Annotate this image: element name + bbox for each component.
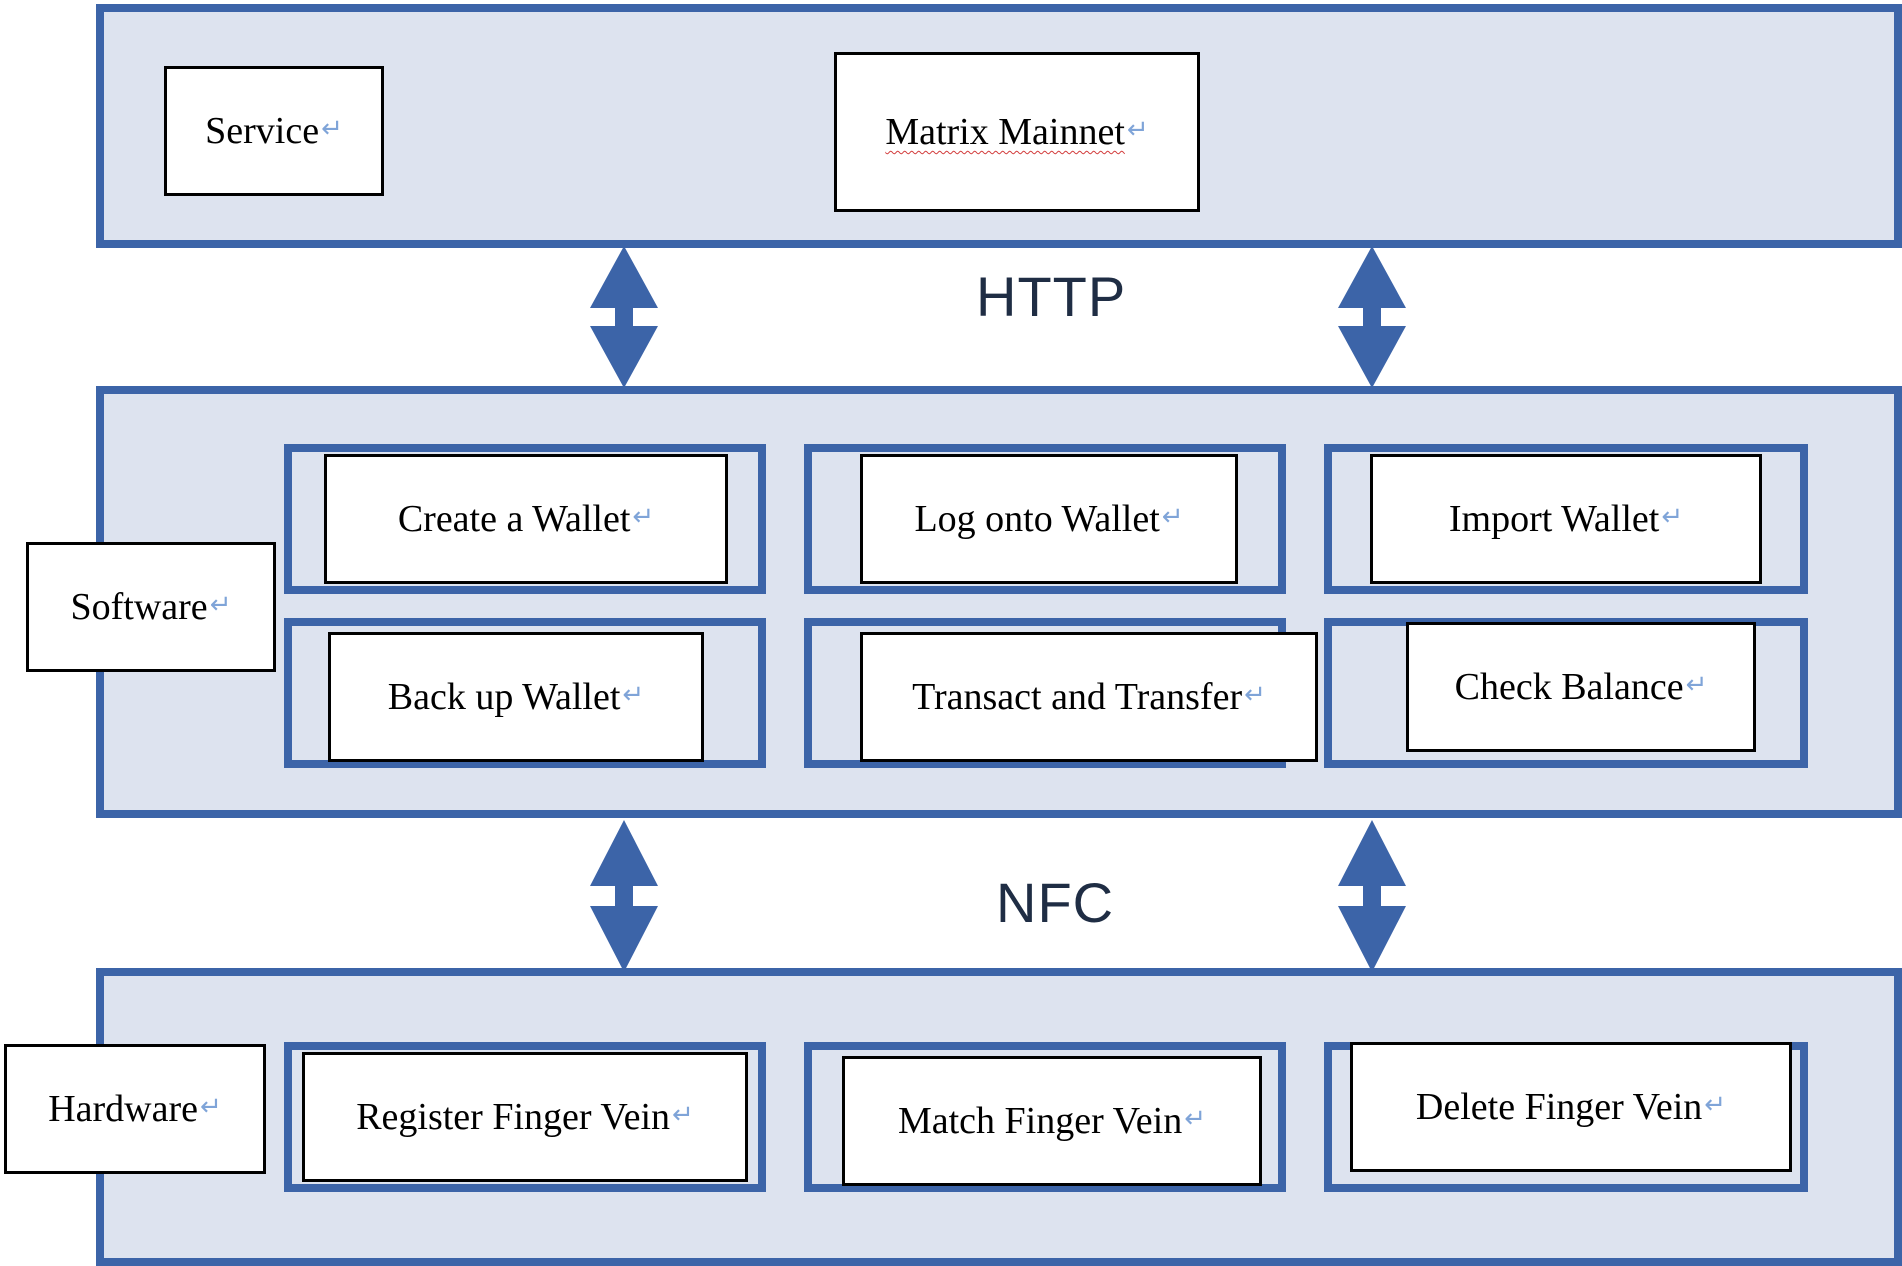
delete-finger-vein-node: Delete Finger Vein ↵ (1350, 1042, 1792, 1172)
service-label: Service ↵ (164, 66, 384, 196)
match-finger-vein-text: Match Finger Vein (897, 1100, 1183, 1142)
paragraph-mark-icon: ↵ (321, 114, 343, 144)
paragraph-mark-icon: ↵ (622, 680, 645, 710)
matrix-mainnet-text: Matrix Mainnet (885, 111, 1125, 153)
paragraph-mark-icon: ↵ (1704, 1090, 1727, 1120)
paragraph-mark-icon: ↵ (1184, 1104, 1207, 1134)
paragraph-mark-icon: ↵ (209, 590, 232, 620)
double-arrow-icon (590, 820, 658, 972)
double-arrow-icon (1338, 820, 1406, 972)
register-finger-vein-node: Register Finger Vein ↵ (302, 1052, 748, 1182)
back-up-wallet-node: Back up Wallet ↵ (328, 632, 704, 762)
software-label: Software ↵ (26, 542, 276, 672)
nfc-arrow-right (1338, 820, 1406, 972)
transact-transfer-node: Transact and Transfer ↵ (860, 632, 1318, 762)
match-finger-vein-node: Match Finger Vein ↵ (842, 1056, 1262, 1186)
log-onto-wallet-text: Log onto Wallet (914, 498, 1160, 540)
paragraph-mark-icon: ↵ (1661, 502, 1684, 532)
create-wallet-node: Create a Wallet ↵ (324, 454, 728, 584)
paragraph-mark-icon: ↵ (672, 1100, 694, 1130)
paragraph-mark-icon: ↵ (1126, 115, 1149, 145)
http-arrow-right (1338, 246, 1406, 388)
double-arrow-icon (1338, 246, 1406, 388)
paragraph-mark-icon: ↵ (1244, 680, 1266, 710)
check-balance-node: Check Balance ↵ (1406, 622, 1756, 752)
register-finger-vein-text: Register Finger Vein (356, 1096, 671, 1138)
back-up-wallet-text: Back up Wallet (387, 676, 621, 718)
paragraph-mark-icon: ↵ (1161, 502, 1184, 532)
hardware-label: Hardware ↵ (4, 1044, 266, 1174)
paragraph-mark-icon: ↵ (200, 1092, 222, 1122)
software-label-text: Software (70, 586, 208, 628)
delete-finger-vein-text: Delete Finger Vein (1415, 1086, 1703, 1128)
http-arrow-left (590, 246, 658, 388)
nfc-label: NFC (996, 871, 1115, 934)
import-wallet-node: Import Wallet ↵ (1370, 454, 1762, 584)
paragraph-mark-icon: ↵ (1685, 670, 1708, 700)
double-arrow-icon (590, 246, 658, 388)
create-wallet-text: Create a Wallet (397, 498, 631, 540)
http-label: HTTP (976, 265, 1127, 328)
nfc-arrow-left (590, 820, 658, 972)
service-label-text: Service (205, 110, 320, 152)
transact-transfer-text: Transact and Transfer (912, 676, 1243, 718)
check-balance-text: Check Balance (1454, 666, 1684, 708)
import-wallet-text: Import Wallet (1448, 498, 1660, 540)
hardware-label-text: Hardware (48, 1088, 198, 1130)
log-onto-wallet-node: Log onto Wallet ↵ (860, 454, 1238, 584)
paragraph-mark-icon: ↵ (632, 502, 655, 532)
matrix-mainnet-node: Matrix Mainnet ↵ (834, 52, 1200, 212)
